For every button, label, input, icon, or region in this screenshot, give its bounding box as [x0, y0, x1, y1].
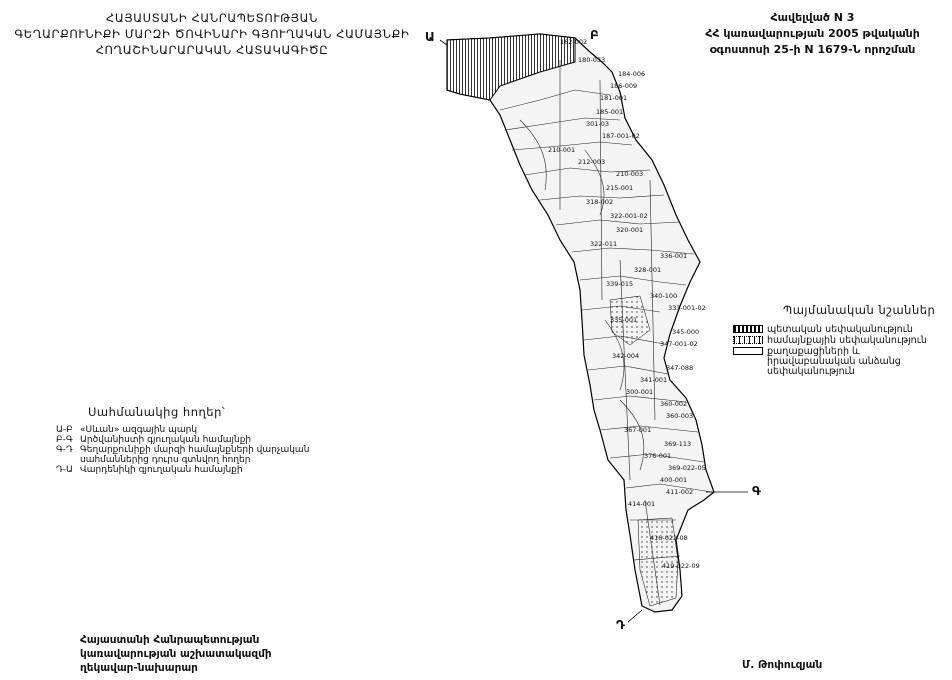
parcel-label: 333-001-02 — [668, 304, 706, 312]
corner-mark-a: Ա — [425, 30, 435, 44]
signatory-line: կառավարության աշխատակազմի — [80, 648, 272, 660]
parcel-label: 369-113 — [664, 440, 691, 448]
map-title: ՀԱՅԱՍՏԱՆԻ ՀԱՆՐԱՊԵՏՈՒԹՅԱՆ ԳԵՂԱՐՔՈՒՆԻՔԻ ՄԱ… — [2, 10, 422, 58]
parcel-label: 367-001 — [624, 426, 651, 434]
corner-mark-g: Գ — [752, 484, 761, 498]
adjacent-lands-title: Սահմանակից հողեր՝ — [88, 405, 226, 419]
state-property-swatch — [733, 325, 763, 333]
signatory-line: ղեկավար-նախարար — [80, 662, 198, 674]
adjacent-land-item: Բ-Գ Արծվանիստի գյուղական համայնքի — [56, 435, 356, 445]
legend-item: քաղաքացիների և իրավաբանական անձանց սեփակ… — [733, 347, 948, 377]
adjacent-land-code: Դ-Ա — [56, 465, 73, 475]
parcel-label: 320-001 — [616, 226, 643, 234]
community-property-zone — [637, 517, 679, 607]
signatory-name: Մ. Թոփուզյան — [742, 659, 823, 671]
parcel-label: 322-011 — [590, 240, 617, 248]
parcel-label: 210-001 — [548, 146, 575, 154]
parcel-label: 345-000 — [672, 328, 699, 336]
parcel-label: 336-001 — [660, 252, 687, 260]
adjacent-lands: Սահմանակից հողեր՝ Ա-Բ «Սևան» ազգային պար… — [56, 405, 356, 475]
adjacent-land-item: Գ-Դ Գեղարքունիքի մարզի համայնքների վարչա… — [56, 445, 356, 465]
legend-title: Պայմանական նշաններ — [783, 303, 936, 317]
community-property-zone — [609, 295, 651, 346]
parcel-label-layer: 162-002 180-033 184-006 186-009 181-001 185-0… — [548, 38, 706, 570]
map-legend: Պայմանական նշաններ պետական սեփականությու… — [733, 303, 948, 378]
state-property-hatch — [446, 33, 576, 101]
adjacent-land-text: «Սևան» ազգային պարկ — [80, 425, 198, 435]
legend-item: համայնքային սեփականություն — [733, 336, 948, 346]
title-line-2: ԳԵՂԱՐՔՈՒՆԻՔԻ ՄԱՐԶԻ ԾՈՎԻՆԱՐԻ ԳՅՈՒՂԱԿԱՆ ՀԱ… — [14, 27, 410, 41]
parcel-label: 328-001 — [634, 266, 661, 274]
parcel-label: 215-001 — [606, 184, 633, 192]
annex-line-3: օգոստոսի 25-ի N 1679-Ն որոշման — [709, 43, 916, 56]
parcel-label: 184-006 — [618, 70, 645, 78]
parcel-label: 347-088 — [666, 364, 693, 372]
parcel-lines — [499, 60, 713, 606]
annex-reference: Հավելված N 3 ՀՀ կառավարության 2005 թվակա… — [690, 10, 935, 58]
corner-mark-d: Դ — [616, 618, 625, 632]
parcel-label: 347-001-02 — [660, 340, 698, 348]
legend-label: համայնքային սեփականություն — [767, 335, 927, 346]
signatory-line: Հայաստանի Հանրապետության — [80, 634, 260, 646]
parcel-label: 414-001 — [628, 500, 655, 508]
parcel-label: 181-001 — [600, 94, 627, 102]
legend-label: պետական սեփականություն — [767, 324, 913, 335]
parcel-label: 301-03 — [586, 120, 609, 128]
parcel-label: 416-022-08 — [650, 534, 688, 542]
parcel-label: 300-001 — [626, 388, 653, 396]
parcel-label: 340-100 — [650, 292, 677, 300]
legend-item: պետական սեփականություն — [733, 325, 948, 335]
parcel-label: 322-001-02 — [610, 212, 648, 220]
parcel-label: 180-033 — [578, 56, 605, 64]
parcel-label: 411-002 — [666, 488, 693, 496]
parcel-label: 212-003 — [578, 158, 605, 166]
parcel-label: 186-009 — [610, 82, 637, 90]
private-property-swatch — [733, 347, 763, 355]
parcel-label: 360-003 — [666, 412, 693, 420]
annex-line-2: ՀՀ կառավարության 2005 թվականի — [705, 27, 920, 40]
parcel-label: 419-022-09 — [662, 562, 700, 570]
parcel-label: 162-002 — [560, 38, 587, 46]
adjacent-land-text: Վարդենիկի գյուղական համայնքի — [80, 465, 243, 475]
parcel-label: 342-004 — [612, 352, 639, 360]
signatory-title: Հայաստանի Հանրապետության կառավարության ա… — [80, 633, 310, 675]
adjacent-land-text: Գեղարքունիքի մարզի համայնքների վարչական … — [80, 445, 310, 465]
parcel-label: 318-002 — [586, 198, 613, 206]
title-line-1: ՀԱՅԱՍՏԱՆԻ ՀԱՆՐԱՊԵՏՈՒԹՅԱՆ — [106, 11, 318, 25]
parcel-label: 187-001-02 — [602, 132, 640, 140]
parcel-label: 369-022-05 — [668, 464, 706, 472]
adjacent-land-code: Ա-Բ — [56, 425, 73, 435]
parcel-label: 341-001 — [640, 376, 667, 384]
parcel-label: 185-001 — [596, 108, 623, 116]
parcel-label: 339-015 — [606, 280, 633, 288]
corner-mark-b: Բ — [590, 28, 599, 42]
corner-a-leader — [439, 39, 448, 46]
adjacent-land-code: Բ-Գ — [56, 435, 73, 445]
corner-d-leader — [627, 609, 643, 623]
adjacent-land-item: Դ-Ա Վարդենիկի գյուղական համայնքի — [56, 465, 356, 475]
annex-line-1: Հավելված N 3 — [770, 11, 855, 24]
parcel-label: 360-002 — [660, 400, 687, 408]
parcel-label: 335-001 — [610, 316, 637, 324]
adjacent-land-text: Արծվանիստի գյուղական համայնքի — [80, 435, 252, 445]
parcel-label: 376-001 — [644, 452, 671, 460]
title-line-3: ՀՈՂԱՇԻՆԱՐԱՐԱԿԱՆ ՀԱՏԱԿԱԳԻԾԸ — [95, 43, 329, 57]
adjacent-land-code: Գ-Դ — [56, 445, 73, 455]
community-property-swatch — [733, 336, 763, 344]
adjacent-land-item: Ա-Բ «Սևան» ազգային պարկ — [56, 425, 356, 435]
parcel-label: 400-001 — [660, 476, 687, 484]
legend-label: քաղաքացիների և իրավաբանական անձանց սեփակ… — [767, 346, 901, 377]
community-boundary — [446, 33, 715, 613]
parcel-label: 210-003 — [616, 170, 643, 178]
